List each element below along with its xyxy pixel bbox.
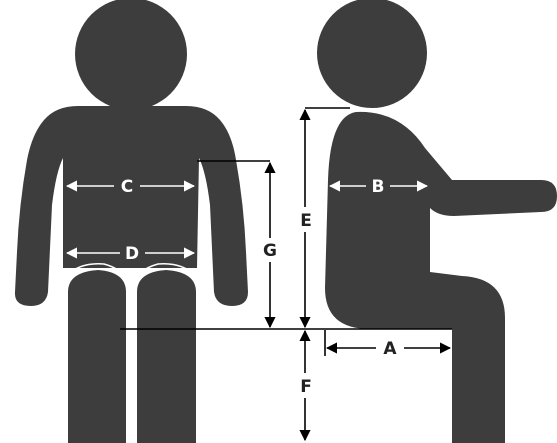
- front-view-figure: [15, 0, 248, 443]
- front-torso: [15, 106, 248, 306]
- label-e: E: [300, 211, 312, 231]
- side-body: [325, 112, 557, 443]
- label-a: A: [383, 339, 397, 359]
- label-c: C: [121, 177, 133, 197]
- label-d: D: [125, 244, 139, 264]
- front-head: [75, 0, 187, 110]
- side-head: [317, 0, 427, 108]
- label-b: B: [372, 177, 385, 197]
- label-f: F: [300, 377, 312, 397]
- front-left-leg: [68, 270, 126, 443]
- label-g: G: [263, 241, 277, 261]
- side-view-figure: [317, 0, 557, 443]
- front-right-leg: [137, 270, 196, 443]
